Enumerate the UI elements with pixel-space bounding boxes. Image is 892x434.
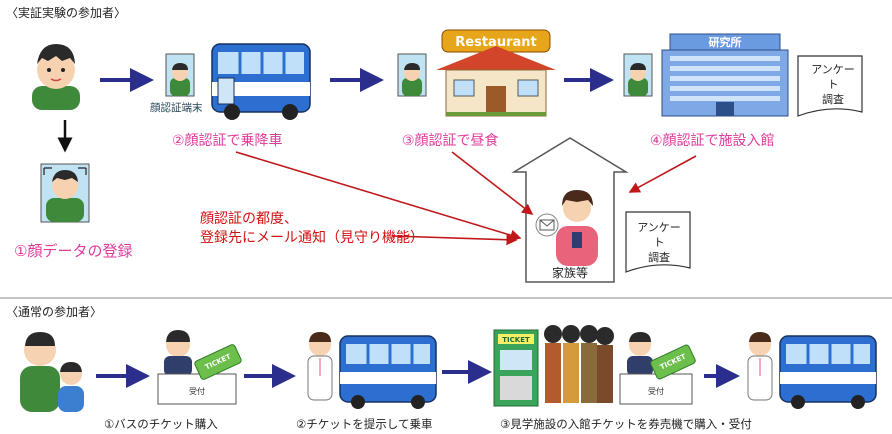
ticket-machine-label: TICKET — [502, 336, 530, 344]
queue-people-icon — [544, 325, 614, 403]
survey-text-bottom: アンケート 調査 — [637, 221, 681, 264]
face-photo-icon — [40, 163, 90, 223]
face-terminal-icon — [165, 53, 195, 97]
staff-icon — [307, 332, 333, 401]
section-title-regular: 〈通常の参加者〉 — [6, 305, 103, 319]
parent-child-icon — [20, 332, 84, 412]
notify-arrow-restaurant — [451, 151, 534, 215]
step-label-bus: ②顔認証で乗降車 — [172, 133, 283, 149]
family-house-icon — [511, 137, 629, 283]
notice-line-1: 顔認証の都度、 — [200, 211, 298, 227]
notify-arrow-facility — [628, 155, 697, 193]
terminal-label: 顔認証端末 — [150, 102, 203, 114]
ticket-machine-icon — [493, 329, 539, 407]
restaurant-sign: Restaurant — [455, 35, 536, 50]
survey-text-top: アンケート 調査 — [811, 63, 855, 106]
participant-person-icon — [32, 44, 80, 110]
notify-arrow-text — [391, 234, 518, 246]
lab-sign: 研究所 — [709, 35, 742, 49]
step-caption-buy-bus-ticket: ①バスのチケット購入 — [104, 417, 218, 431]
reception-label: 受付 — [648, 386, 664, 396]
research-lab-icon — [661, 33, 789, 117]
bus-icon — [779, 335, 877, 409]
step-caption-facility-ticket: ③見学施設の入館チケットを券売機で購入・受付 — [500, 417, 752, 431]
survey-sheet-icon — [625, 211, 691, 273]
section-title-trial: 〈実証実験の参加者〉 — [6, 6, 127, 20]
notify-arrow-bus — [235, 151, 522, 241]
face-terminal-icon — [623, 53, 653, 97]
reception-counter-icon — [619, 332, 696, 405]
bus-icon — [339, 335, 437, 409]
step-label-lunch: ③顔認証で昼食 — [402, 133, 499, 149]
notice-line-2: 登録先にメール通知（見守り機能） — [200, 230, 424, 246]
ticket-counter-icon — [157, 330, 242, 405]
staff-icon — [747, 332, 773, 401]
bus-icon — [211, 43, 311, 120]
restaurant-icon — [436, 29, 556, 117]
survey-sheet-icon — [797, 55, 863, 117]
step-caption-board: ②チケットを提示して乗車 — [296, 417, 433, 431]
face-terminal-icon — [397, 53, 427, 97]
family-label: 家族等 — [552, 266, 589, 280]
step-label-register: ①顔データの登録 — [14, 242, 133, 260]
step-label-facility: ④顔認証で施設入館 — [650, 133, 775, 149]
reception-label: 受付 — [189, 386, 205, 396]
